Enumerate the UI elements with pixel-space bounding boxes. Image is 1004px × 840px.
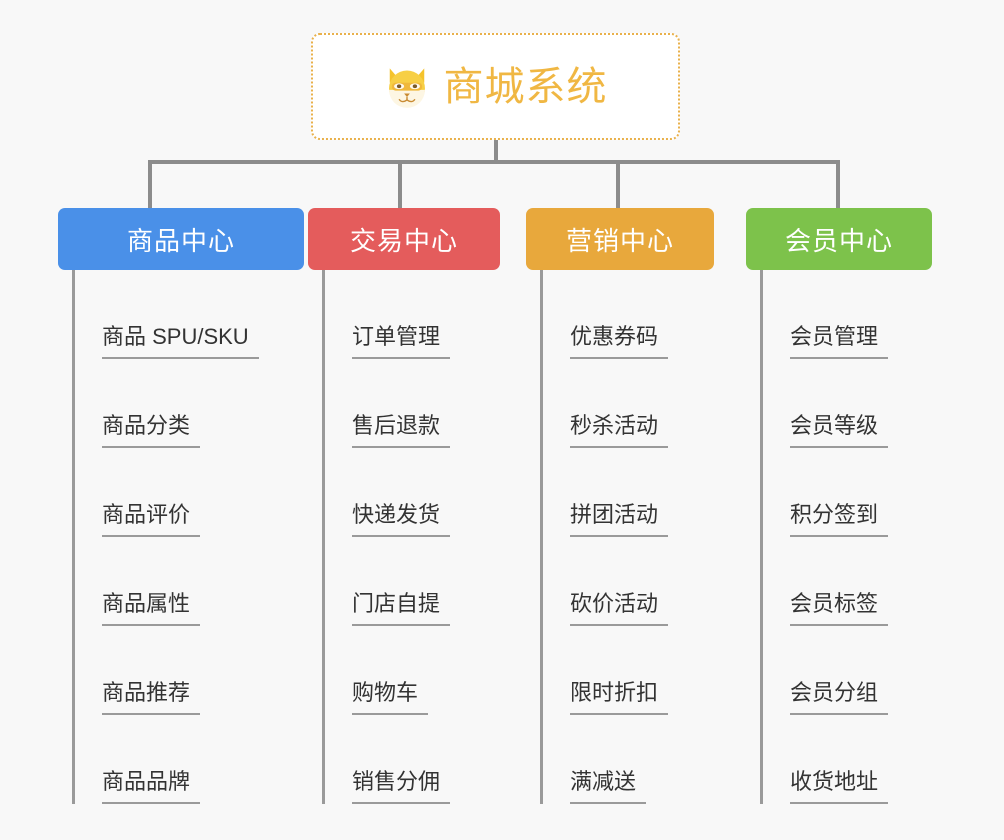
list-item-label: 积分签到 <box>790 500 889 537</box>
list-item-label: 收货地址 <box>790 767 889 804</box>
list-item-label: 订单管理 <box>352 322 451 359</box>
list-item[interactable]: 收货地址 <box>760 715 932 804</box>
list-item[interactable]: 商品属性 <box>72 537 304 626</box>
branch-trunk-1 <box>72 270 75 804</box>
list-item[interactable]: 商品评价 <box>72 448 304 537</box>
list-item-label: 快递发货 <box>352 500 451 537</box>
list-item[interactable]: 积分签到 <box>760 448 932 537</box>
list-item-label: 限时折扣 <box>570 678 669 715</box>
list-item-label: 会员标签 <box>790 589 889 626</box>
branch-header-label: 会员中心 <box>784 225 893 256</box>
branch-trunk-2 <box>322 270 325 804</box>
list-item[interactable]: 商品品牌 <box>72 715 304 804</box>
branch-trunk-4 <box>760 270 763 804</box>
list-item[interactable]: 会员标签 <box>760 537 932 626</box>
connector-horizontal-bus <box>148 160 840 164</box>
list-item-label: 购物车 <box>352 678 429 715</box>
list-item[interactable]: 砍价活动 <box>540 537 714 626</box>
branch-header-label: 交易中心 <box>349 225 458 256</box>
branch-column-1: 商品中心 商品 SPU/SKU 商品分类 商品评价 商品属性 商品推荐 商品品牌 <box>58 208 304 804</box>
list-item-label: 商品 SPU/SKU <box>102 322 259 359</box>
list-item[interactable]: 秒杀活动 <box>540 359 714 448</box>
list-item-label: 销售分佣 <box>352 767 451 804</box>
list-item[interactable]: 会员分组 <box>760 626 932 715</box>
list-item-label: 商品分类 <box>102 411 201 448</box>
branch-header-1[interactable]: 商品中心 <box>58 208 304 270</box>
root-node[interactable]: 商城系统 <box>311 33 680 140</box>
list-item-label: 优惠券码 <box>570 322 669 359</box>
list-item[interactable]: 销售分佣 <box>322 715 500 804</box>
list-item[interactable]: 商品推荐 <box>72 626 304 715</box>
list-item-label: 会员管理 <box>790 322 889 359</box>
branch-items-4: 会员管理 会员等级 积分签到 会员标签 会员分组 收货地址 <box>760 270 932 804</box>
list-item-label: 商品推荐 <box>102 678 201 715</box>
list-item-label: 售后退款 <box>352 411 451 448</box>
list-item[interactable]: 售后退款 <box>322 359 500 448</box>
list-item-label: 秒杀活动 <box>570 411 669 448</box>
list-item[interactable]: 拼团活动 <box>540 448 714 537</box>
branch-header-label: 商品中心 <box>126 225 235 256</box>
connector-drop-1 <box>148 160 152 208</box>
branch-column-2: 交易中心 订单管理 售后退款 快递发货 门店自提 购物车 销售分佣 <box>308 208 500 804</box>
list-item-label: 砍价活动 <box>570 589 669 626</box>
connector-drop-4 <box>836 160 840 208</box>
list-item[interactable]: 限时折扣 <box>540 626 714 715</box>
list-item[interactable]: 商品分类 <box>72 359 304 448</box>
connector-root-stem <box>494 140 498 163</box>
connector-drop-3 <box>616 160 620 208</box>
list-item[interactable]: 商品 SPU/SKU <box>72 270 304 359</box>
branch-items-1: 商品 SPU/SKU 商品分类 商品评价 商品属性 商品推荐 商品品牌 <box>72 270 304 804</box>
branch-items-3: 优惠券码 秒杀活动 拼团活动 砍价活动 限时折扣 满减送 <box>540 270 714 804</box>
list-item[interactable]: 购物车 <box>322 626 500 715</box>
list-item[interactable]: 快递发货 <box>322 448 500 537</box>
connector-drop-2 <box>398 160 402 208</box>
branch-header-3[interactable]: 营销中心 <box>526 208 714 270</box>
list-item[interactable]: 会员等级 <box>760 359 932 448</box>
list-item-label: 会员等级 <box>790 411 889 448</box>
list-item-label: 会员分组 <box>790 678 889 715</box>
list-item[interactable]: 订单管理 <box>322 270 500 359</box>
list-item-label: 拼团活动 <box>570 500 669 537</box>
list-item-label: 满减送 <box>570 767 647 804</box>
list-item-label: 商品品牌 <box>102 767 201 804</box>
list-item[interactable]: 会员管理 <box>760 270 932 359</box>
branch-items-2: 订单管理 售后退款 快递发货 门店自提 购物车 销售分佣 <box>322 270 500 804</box>
branch-column-4: 会员中心 会员管理 会员等级 积分签到 会员标签 会员分组 收货地址 <box>746 208 932 804</box>
branch-header-4[interactable]: 会员中心 <box>746 208 932 270</box>
dog-face-icon <box>388 67 425 108</box>
branch-trunk-3 <box>540 270 543 804</box>
list-item-label: 商品评价 <box>102 500 201 537</box>
list-item-label: 商品属性 <box>102 589 201 626</box>
list-item-label: 门店自提 <box>352 589 451 626</box>
list-item[interactable]: 满减送 <box>540 715 714 804</box>
list-item[interactable]: 优惠券码 <box>540 270 714 359</box>
branch-header-2[interactable]: 交易中心 <box>308 208 500 270</box>
root-title: 商城系统 <box>443 64 608 109</box>
list-item[interactable]: 门店自提 <box>322 537 500 626</box>
branch-header-label: 营销中心 <box>565 225 674 256</box>
branch-column-3: 营销中心 优惠券码 秒杀活动 拼团活动 砍价活动 限时折扣 满减送 <box>526 208 714 804</box>
